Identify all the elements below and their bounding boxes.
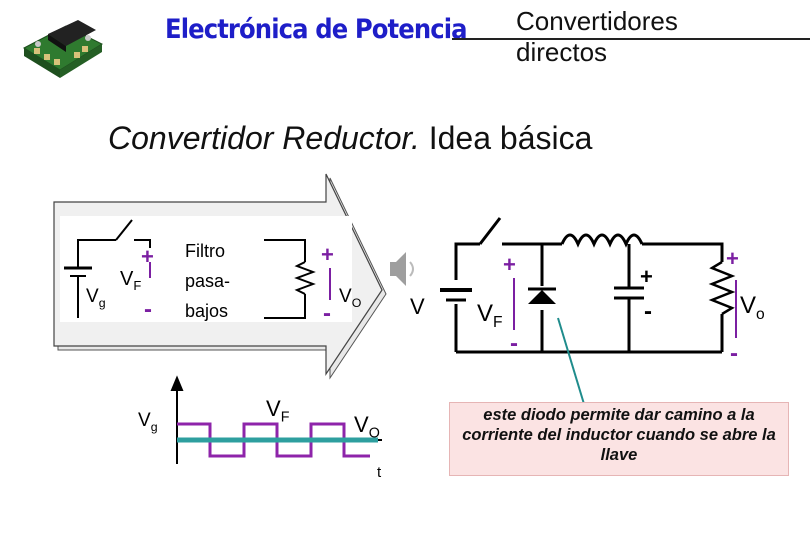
filter-label: Filtro pasa- bajos [185, 236, 230, 326]
cap-minus: - [644, 298, 652, 325]
block-vf-text: V [120, 268, 134, 290]
block-vf-minus: - [144, 296, 152, 323]
header-divider [452, 38, 810, 40]
filter-box [163, 230, 263, 320]
block-source-circuit [64, 219, 151, 318]
block-vo-plus: + [321, 242, 334, 267]
block-vo-minus: - [323, 300, 331, 327]
block-output-resistor [264, 239, 331, 319]
diode-symbol [528, 287, 556, 304]
slide-title-rest: Idea básica [428, 120, 593, 156]
wave-vo-text: V [354, 412, 369, 437]
block-vo-text: V [339, 286, 352, 307]
wave-vo-label: VO [354, 412, 380, 441]
block-vf-sub: F [133, 278, 142, 293]
wave-vf-text: V [266, 396, 281, 421]
header-subtitle-line1: Convertidores [516, 6, 678, 36]
header-title: Electrónica de Potencia [165, 14, 468, 45]
power-module-icon [22, 20, 104, 78]
header-subtitle: Convertidores directos [516, 6, 678, 68]
circuit-partial-v: V [410, 294, 425, 319]
cap-plus: + [640, 264, 653, 289]
note-pointer [557, 317, 585, 405]
block-vo-label: VO [339, 286, 361, 310]
wave-vg-sub: g [150, 419, 158, 434]
circuit-vo-minus: - [730, 340, 738, 367]
circuit-vo-plus: + [726, 246, 739, 271]
wave-t-label: t [377, 464, 382, 481]
wave-vf-sub: F [280, 409, 290, 426]
block-vg-sub: g [98, 295, 106, 310]
filter-line3: bajos [185, 301, 229, 321]
header-subtitle-line2: directos [516, 37, 608, 67]
wave-vg-label: Vg [138, 410, 158, 434]
circuit-vf-sub: F [493, 313, 503, 331]
block-vf-plus: + [141, 244, 154, 269]
block-vg-label: Vg [86, 286, 106, 310]
circuit-vf-plus: + [503, 252, 516, 277]
wave-vf-label: VF [266, 396, 289, 425]
speaker-icon [390, 252, 414, 286]
filter-line2: pasa- [185, 271, 231, 291]
slide-title: Convertidor Reductor. Idea básica [108, 120, 592, 157]
wave-vg-text: V [138, 410, 151, 431]
slide-title-italic: Convertidor Reductor. [108, 120, 420, 156]
block-vo-sub: O [351, 295, 362, 310]
block-vf-label: VF [120, 268, 141, 293]
buck-circuit [440, 217, 737, 354]
circuit-vo-sub: o [756, 305, 765, 323]
block-vg-text: V [86, 286, 99, 307]
circuit-vf-label: VF [477, 300, 503, 332]
circuit-vf-text: V [477, 300, 494, 327]
circuit-vo-label: Vo [740, 292, 765, 324]
circuit-vf-minus: - [510, 330, 518, 357]
wave-vo-sub: O [368, 425, 380, 442]
circuit-vo-text: V [740, 292, 757, 319]
diode-note: este diodo permite dar camino a la corri… [449, 402, 789, 476]
filter-line1: Filtro [185, 241, 225, 261]
